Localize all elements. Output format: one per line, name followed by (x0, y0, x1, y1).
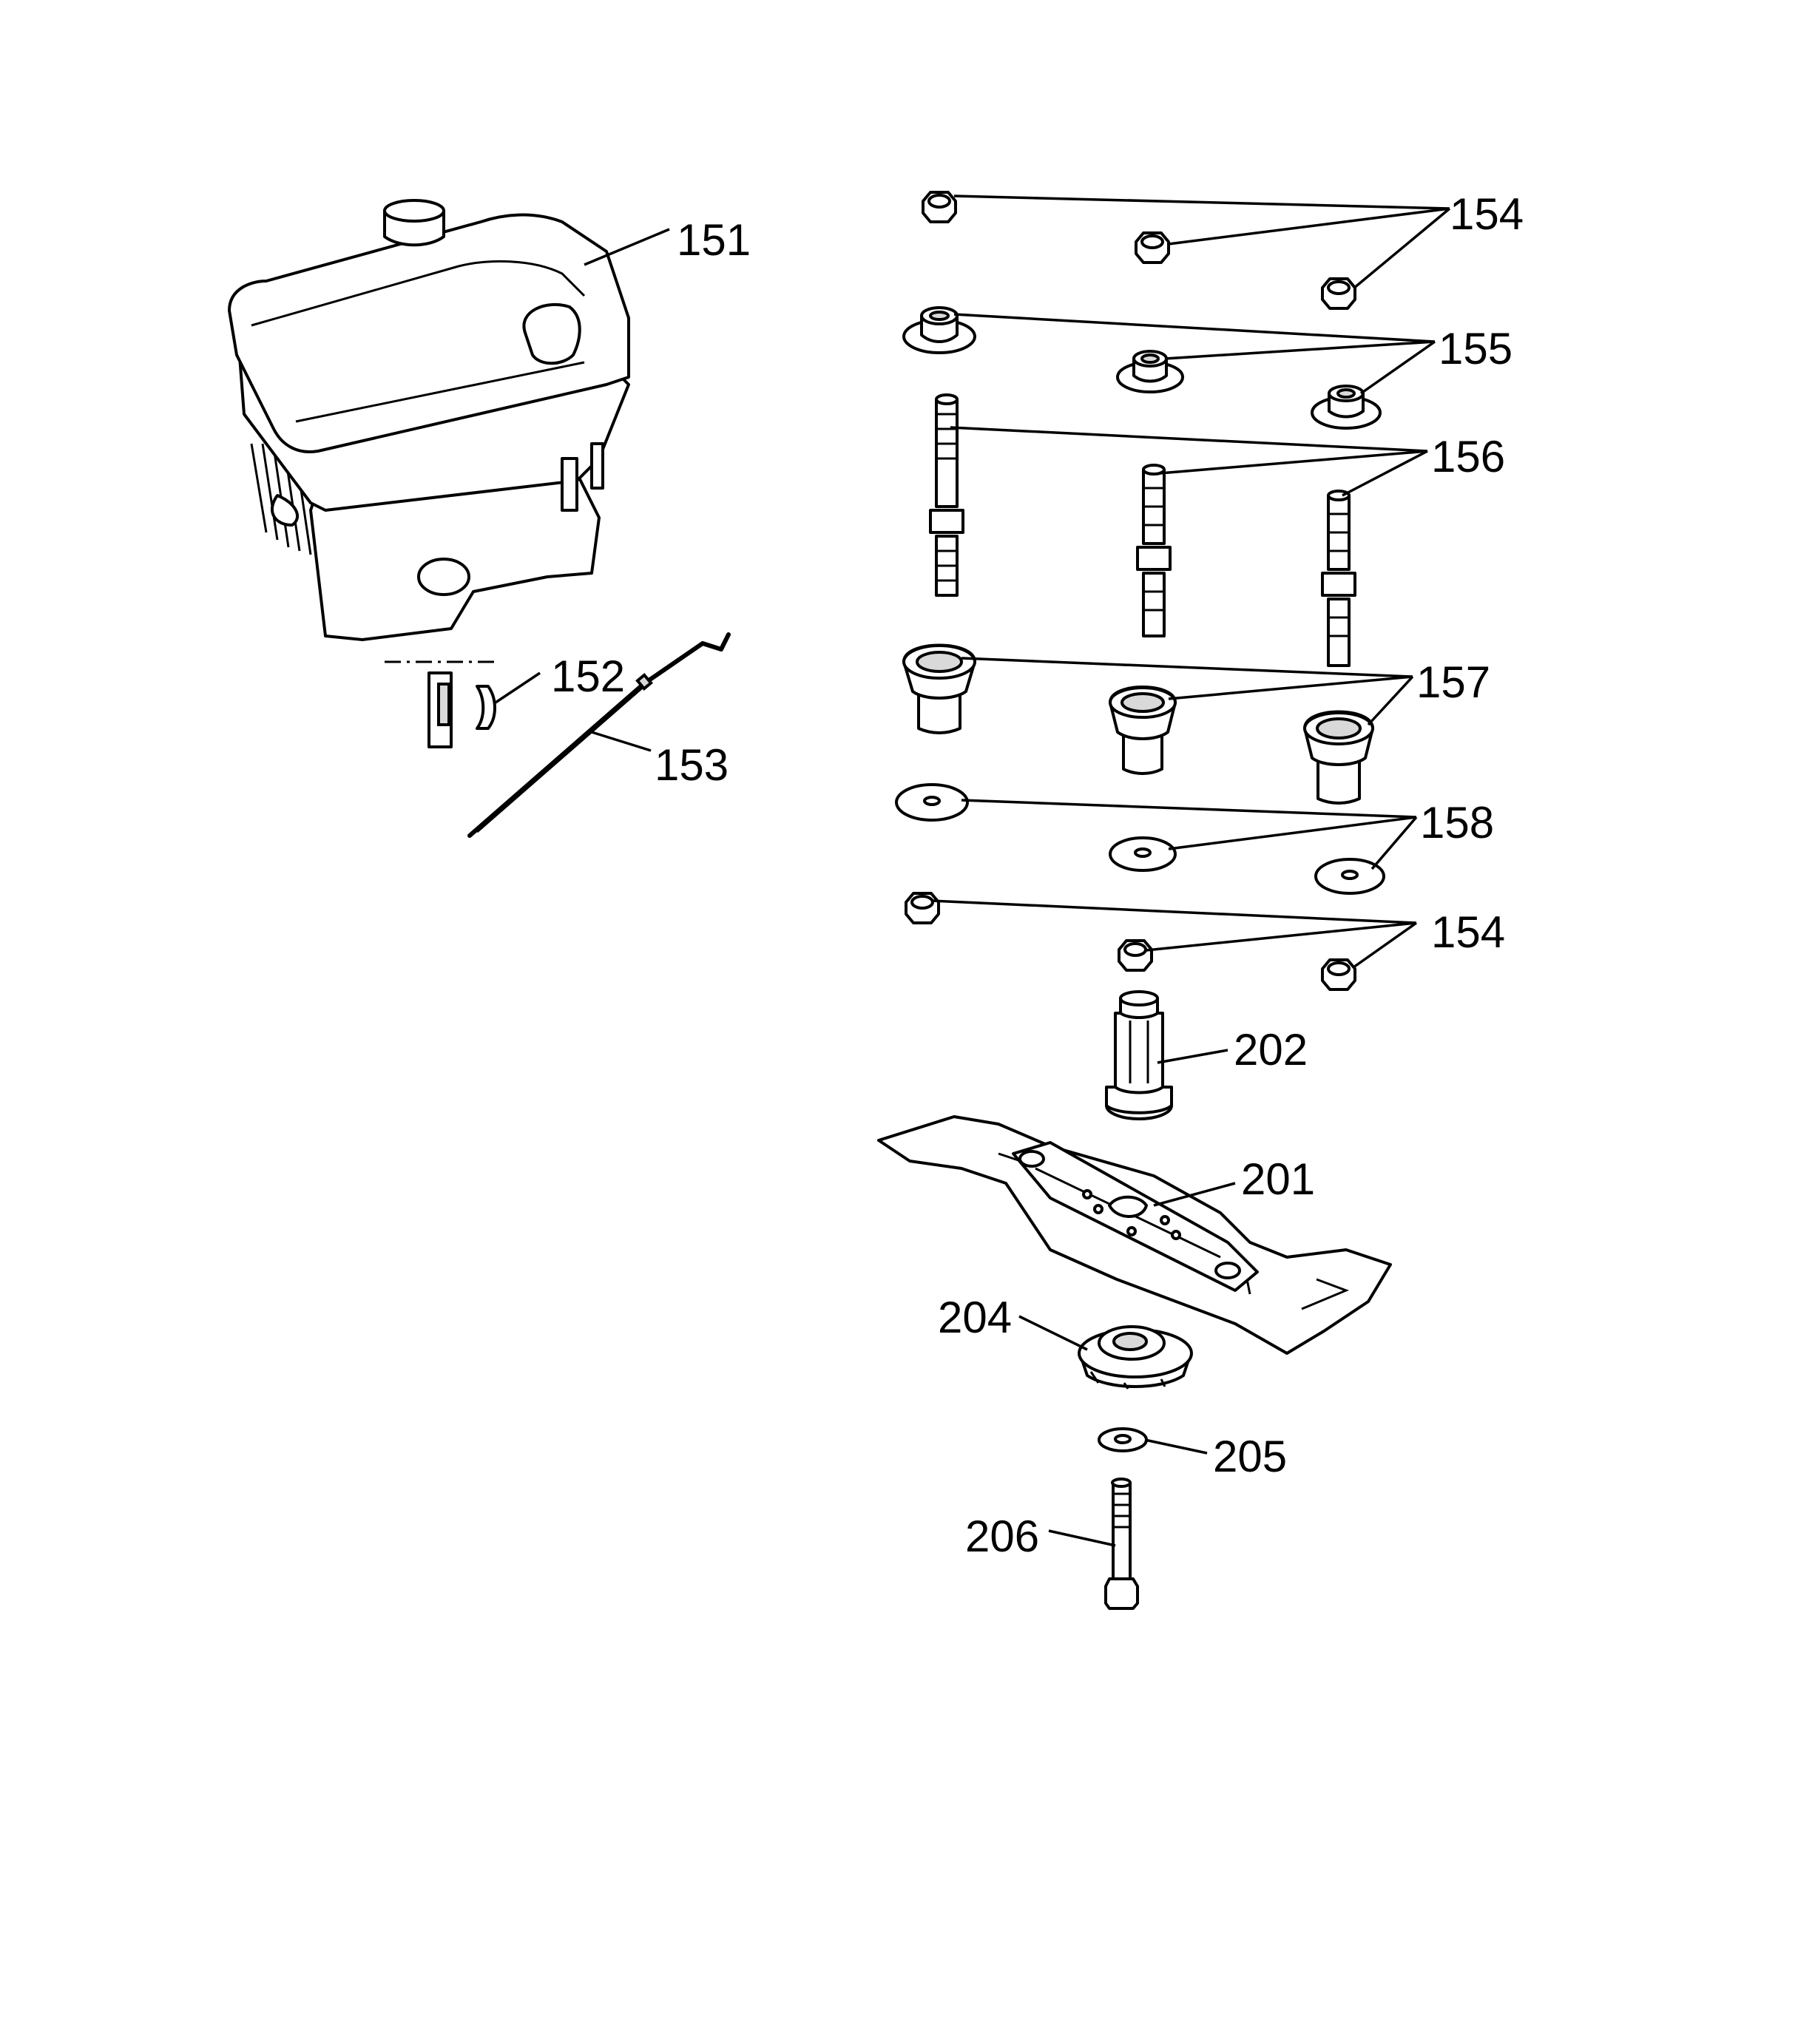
callout-202: 202 (1234, 1025, 1308, 1075)
callout-201: 201 (1241, 1154, 1315, 1204)
washer-part-205 (1098, 1427, 1148, 1452)
washer-part-158 (895, 783, 1385, 895)
callout-205: 205 (1213, 1432, 1287, 1481)
crankshaft (385, 660, 496, 748)
callout-154-bottom: 154 (1431, 907, 1505, 957)
key-part-152 (476, 685, 496, 730)
stud-bolt-part-156 (929, 393, 1356, 667)
blade-adapter-part-202 (1105, 990, 1173, 1120)
engine-part-151 (228, 199, 630, 641)
callout-labels: 151 152 153 154 155 156 157 158 154 202 … (551, 189, 1524, 1561)
callout-154-top: 154 (1450, 189, 1524, 239)
flange-bushing-part-155 (902, 306, 1382, 430)
callout-155: 155 (1439, 324, 1512, 373)
mower-blade-part-201 (877, 1115, 1392, 1355)
callout-206: 206 (965, 1512, 1039, 1561)
callout-151: 151 (677, 215, 751, 265)
callout-152: 152 (551, 652, 625, 701)
nut-part-154-bottom-row (905, 892, 1356, 991)
bolt-part-206 (1104, 1478, 1139, 1610)
callout-156: 156 (1431, 432, 1505, 481)
leader-lines (495, 194, 1451, 1547)
nut-part-154-top-row (922, 191, 1356, 310)
callout-204: 204 (938, 1293, 1012, 1342)
callout-157: 157 (1416, 657, 1490, 707)
callout-158: 158 (1420, 798, 1494, 847)
callout-153: 153 (655, 740, 729, 790)
spacer-part-157 (902, 643, 1374, 805)
blade-holder-part-204 (1078, 1325, 1193, 1390)
